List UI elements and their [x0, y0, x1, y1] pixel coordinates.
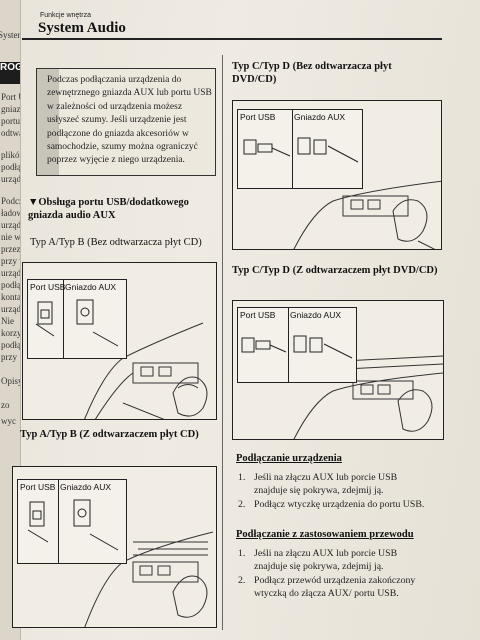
previous-page-line: Podczas [1, 196, 20, 206]
usb-port-icon [35, 301, 55, 337]
typeA-cd-heading: Typ A/Typ B (Z odtwarzaczem płyt CD) [20, 429, 199, 440]
port-detail-inset: Port USB Gniazdo AUX [237, 109, 363, 189]
note-box: Podczas podłączania urządzenia do zewnęt… [36, 68, 216, 176]
previous-page-line: podłączania [1, 340, 21, 350]
previous-page-line: podłączone [1, 162, 21, 172]
cable-steps: 1.Jeśli na złączu AUX lub porcie USB zna… [238, 548, 428, 602]
previous-page-line: zo [1, 400, 10, 410]
previous-page-line: korzystać [1, 328, 20, 338]
list-item: 2.Podłącz przewód urządzenia zakończony … [238, 575, 416, 599]
list-item: 1.Jeśli na złączu AUX lub porcie USB zna… [238, 548, 398, 572]
figure-typeA-cd: Port USB Gniazdo AUX [12, 466, 217, 628]
list-item: 1.Jeśli na złączu AUX lub porcie USB zna… [238, 472, 398, 496]
column-divider [222, 55, 223, 630]
usb-port-label: Port USB [240, 310, 276, 320]
previous-page-line: wyc [1, 416, 16, 426]
typeC-nocd-heading: Typ C/Typ D (Bez odtwarzacza płyt DVD/CD… [232, 61, 392, 85]
previous-page-line: System A [0, 30, 20, 40]
cable-heading: Podłączanie z zastosowaniem przewodu [236, 529, 414, 540]
usb-port-label: Port USB [30, 282, 66, 292]
port-detail-inset: Port USB Gniazdo AUX [27, 279, 127, 359]
previous-page-line: Port USB [1, 92, 20, 102]
previous-page-line: podłączonego [1, 280, 21, 290]
note-text: Podczas podłączania urządzenia do zewnęt… [47, 75, 212, 166]
previous-page-tab: ROGA [0, 62, 20, 84]
figure-typeA-nocd: Port USB Gniazdo AUX [22, 262, 217, 420]
previous-page-line: odtwarzacz [1, 128, 21, 138]
list-item: 2.Podłącz wtyczkę urządzenia do portu US… [238, 499, 425, 510]
previous-page-line: portu USB [1, 116, 20, 126]
aux-jack-icon [76, 299, 119, 347]
usb-port-icon [27, 501, 49, 543]
previous-page-edge: ROGA System A Port USB gniazdo portu USB odt… [0, 0, 21, 640]
aux-jack-label: Gniazdo AUX [294, 112, 346, 122]
port-detail-inset: Port USB Gniazdo AUX [17, 479, 127, 564]
aux-jack-icon [157, 565, 171, 576]
chapter-label: Funkcje wnętrza [40, 12, 91, 19]
aux-jack-icon [293, 335, 353, 359]
aux-jack-icon [377, 384, 391, 395]
previous-page-line: ładowanie [1, 208, 20, 218]
previous-page-line: przy wyjmowaniu [1, 256, 20, 266]
console-illustration [293, 180, 441, 249]
aux-jack-label: Gniazdo AUX [65, 282, 117, 292]
usb-aux-section-heading: ▼Obsługa portu USB/dodatkowego gniazda a… [28, 197, 189, 221]
console-illustration [293, 355, 443, 439]
usb-port-icon [140, 366, 154, 377]
aux-jack-icon [297, 137, 359, 163]
previous-page-line: kontakt [1, 292, 21, 302]
usb-port-label: Port USB [20, 482, 56, 492]
previous-page-line: nie wpływa [1, 232, 21, 242]
page-title: System Audio [38, 20, 126, 36]
previous-page-line: urządzenia [1, 268, 21, 278]
figure-typeC-cd: Port USB Gniazdo AUX [232, 300, 444, 440]
previous-page-line: przez akumulator [1, 244, 21, 254]
typeA-nocd-heading: Typ A/Typ B (Bez odtwarzacza płyt CD) [30, 237, 202, 248]
connect-steps: 1.Jeśli na złączu AUX lub porcie USB zna… [238, 472, 428, 514]
aux-jack-icon [158, 366, 172, 377]
aux-jack-label: Gniazdo AUX [60, 482, 112, 492]
previous-page-line: urządzenia [1, 304, 21, 314]
typeC-cd-heading: Typ C/Typ D (Z odtwarzaczem płyt DVD/CD) [232, 265, 438, 276]
usb-port-icon [241, 337, 287, 353]
previous-page-line: przy [1, 352, 17, 362]
previous-page-line: plików [1, 150, 20, 160]
usb-port-icon [139, 565, 153, 576]
figure-typeC-nocd: Port USB Gniazdo AUX [232, 100, 442, 250]
usb-port-icon [243, 139, 291, 157]
previous-page-line: urządzenia [1, 220, 21, 230]
header-rule [22, 38, 442, 40]
aux-jack-icon [367, 199, 381, 210]
previous-page-line: Opisy [1, 376, 21, 386]
note-ribbon [37, 69, 59, 175]
port-detail-inset: Port USB Gniazdo AUX [237, 307, 357, 383]
previous-page-line: Nie [1, 316, 14, 326]
usb-port-icon [350, 199, 364, 210]
usb-port-label: Port USB [240, 112, 276, 122]
connect-heading: Podłączanie urządzenia [236, 453, 342, 464]
aux-jack-label: Gniazdo AUX [290, 310, 342, 320]
usb-port-icon [360, 384, 374, 395]
previous-page-line: gniazdo [1, 104, 21, 114]
previous-page-line: urządzenia [1, 174, 21, 184]
aux-jack-icon [73, 499, 119, 551]
